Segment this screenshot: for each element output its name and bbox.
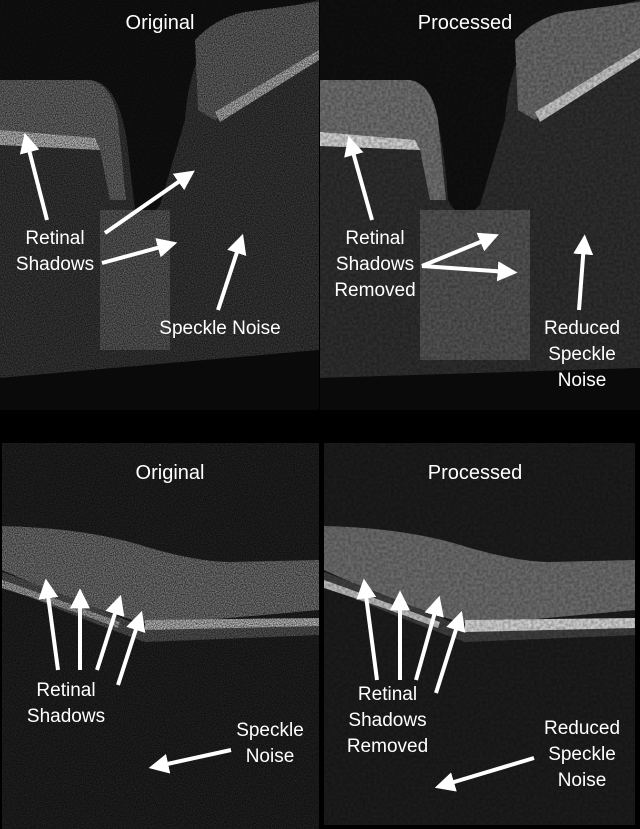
panel-bottom-original: Original Retinal Shadows Speckle Noise bbox=[0, 410, 319, 829]
annotation-retinal-shadows: Retinal Shadows bbox=[20, 678, 112, 730]
annotation-line: Speckle bbox=[548, 344, 616, 365]
oct-scan-macula-processed bbox=[324, 443, 635, 825]
annotation-line: Noise bbox=[557, 770, 607, 791]
annotation-line: Reduced bbox=[543, 318, 621, 339]
annotation-line: Shadows bbox=[15, 254, 95, 275]
arrow-icon bbox=[19, 132, 49, 221]
annotation-line: Removed bbox=[334, 280, 416, 301]
oct-scan-optic-disc-processed bbox=[320, 0, 640, 410]
arrow-icon bbox=[434, 756, 535, 792]
annotation-line: Speckle bbox=[548, 744, 616, 765]
annotation-line: Shadows bbox=[348, 710, 427, 731]
annotation-reduced-speckle-noise: Reduced Speckle Noise bbox=[532, 716, 632, 794]
annotation-line: Retinal bbox=[345, 228, 405, 249]
arrow-icon bbox=[216, 233, 247, 311]
arrow-icon bbox=[38, 578, 60, 671]
annotation-speckle-noise: Speckle Noise bbox=[226, 718, 314, 770]
panel-top-original: Original Retinal Shadows Speckle Noise bbox=[0, 0, 319, 410]
arrow-icon bbox=[116, 610, 146, 686]
annotation-retinal-shadows: Retinal Shadows bbox=[10, 226, 100, 278]
annotation-line: Retinal bbox=[357, 684, 418, 705]
arrow-icon bbox=[356, 578, 379, 681]
panel-title: Original bbox=[125, 12, 195, 34]
annotation-speckle-noise: Speckle Noise bbox=[159, 318, 281, 339]
annotation-line: Noise bbox=[557, 370, 607, 391]
arrow-icon bbox=[95, 594, 125, 671]
annotation-reduced-speckle-noise: Reduced Speckle Noise bbox=[532, 316, 632, 394]
arrow-icon bbox=[573, 234, 594, 311]
annotation-line: Retinal bbox=[36, 680, 96, 701]
panel-title: Original bbox=[135, 462, 205, 484]
panel-title: Processed bbox=[427, 462, 523, 484]
arrow-icon bbox=[148, 748, 232, 774]
arrow-icon bbox=[414, 595, 444, 681]
oct-scan-optic-disc-original bbox=[0, 0, 319, 410]
annotation-line: Shadows bbox=[26, 706, 106, 727]
arrow-icon bbox=[434, 610, 466, 694]
annotation-retinal-shadows-removed: Retinal Shadows Removed bbox=[340, 682, 435, 760]
panel-bottom-processed: Processed Retinal Shadows Removed Reduce… bbox=[320, 410, 640, 829]
annotation-line: Reduced bbox=[543, 718, 621, 739]
annotation-line: Shadows bbox=[335, 254, 415, 275]
panel-title: Processed bbox=[417, 12, 513, 34]
annotation-line: Noise bbox=[245, 746, 295, 767]
arrow-icon bbox=[344, 135, 374, 221]
arrow-icon bbox=[421, 232, 499, 268]
annotation-line: Retinal bbox=[25, 228, 85, 249]
oct-scan-macula-original bbox=[2, 443, 319, 829]
annotation-line: Removed bbox=[346, 736, 429, 757]
arrow-icon bbox=[103, 170, 195, 235]
arrow-icon bbox=[421, 261, 518, 282]
annotation-retinal-shadows-removed: Retinal Shadows Removed bbox=[325, 226, 425, 304]
arrow-icon bbox=[101, 238, 178, 265]
annotation-line: Speckle bbox=[236, 720, 304, 741]
panel-top-processed: Processed Retinal Shadows Removed Reduce… bbox=[320, 0, 640, 410]
